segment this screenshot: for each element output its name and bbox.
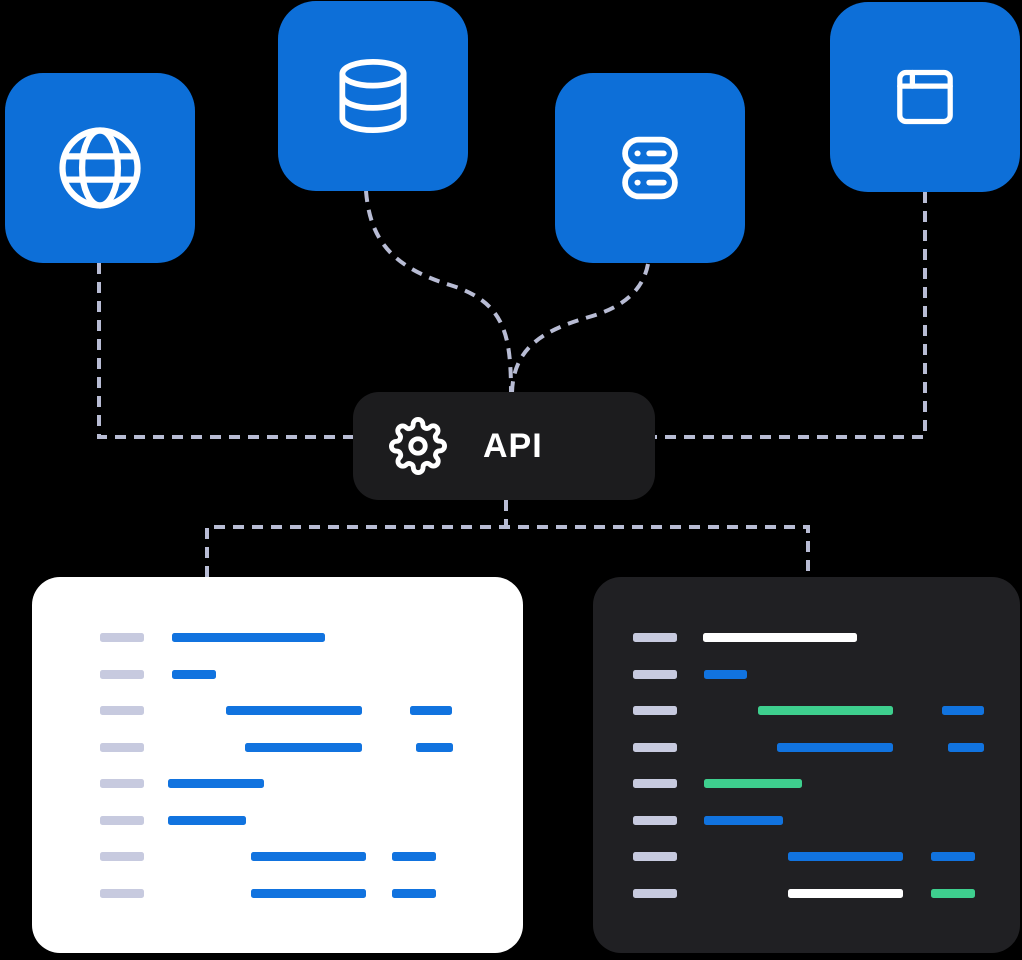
code-line <box>593 669 1020 679</box>
code-line <box>32 669 523 679</box>
code-token-bar <box>942 706 984 715</box>
code-token-bar <box>168 779 264 788</box>
code-token-bar <box>392 852 436 861</box>
connector-api-to-panels <box>205 525 810 577</box>
code-line <box>32 633 523 642</box>
code-line <box>593 779 1020 788</box>
code-token-bar <box>788 852 903 861</box>
code-line <box>593 852 1020 861</box>
code-token-bar <box>704 669 747 679</box>
code-token-bar <box>168 815 246 825</box>
line-number-bar <box>100 779 144 788</box>
browser-tile <box>830 2 1020 192</box>
code-token-bar <box>703 633 857 642</box>
code-line <box>593 633 1020 642</box>
code-line <box>32 888 523 898</box>
code-line <box>32 852 523 861</box>
line-number-bar <box>633 888 677 898</box>
code-token-bar <box>410 706 452 715</box>
line-number-bar <box>633 815 677 825</box>
code-line <box>593 706 1020 715</box>
server-tile <box>555 73 745 263</box>
connector-database-to-api <box>364 190 513 394</box>
code-line <box>32 779 523 788</box>
dark-code-panel <box>593 577 1020 953</box>
code-token-bar <box>245 742 362 752</box>
line-number-bar <box>633 779 677 788</box>
code-token-bar <box>172 633 325 642</box>
api-label: API <box>483 426 543 465</box>
database-icon <box>339 59 407 133</box>
code-line <box>593 815 1020 825</box>
code-token-bar <box>704 815 783 825</box>
code-token-bar <box>758 706 893 715</box>
globe-icon <box>59 127 141 209</box>
line-number-bar <box>100 633 144 642</box>
line-number-bar <box>633 706 677 715</box>
line-number-bar <box>100 852 144 861</box>
code-token-bar <box>931 852 975 861</box>
code-token-bar <box>392 888 436 898</box>
code-line <box>32 742 523 752</box>
connector-browser-to-api <box>655 192 927 439</box>
line-number-bar <box>100 888 144 898</box>
code-line <box>593 742 1020 752</box>
code-token-bar <box>251 852 366 861</box>
connector-globe-to-api <box>97 263 353 439</box>
server-stack-icon <box>622 136 678 200</box>
code-token-bar <box>416 742 453 752</box>
code-token-bar <box>251 888 366 898</box>
line-number-bar <box>100 742 144 752</box>
line-number-bar <box>100 706 144 715</box>
line-number-bar <box>633 633 677 642</box>
line-number-bar <box>100 669 144 679</box>
code-token-bar <box>948 742 984 752</box>
line-number-bar <box>633 852 677 861</box>
database-tile <box>278 1 468 191</box>
code-token-bar <box>704 779 802 788</box>
code-token-bar <box>172 669 216 679</box>
code-line <box>593 888 1020 898</box>
globe-tile <box>5 73 195 263</box>
code-token-bar <box>931 888 975 898</box>
line-number-bar <box>633 742 677 752</box>
line-number-bar <box>633 669 677 679</box>
code-token-bar <box>788 888 903 898</box>
code-token-bar <box>226 706 362 715</box>
line-number-bar <box>100 815 144 825</box>
browser-window-icon <box>897 69 953 125</box>
light-code-panel <box>32 577 523 953</box>
gear-icon <box>389 417 447 475</box>
code-line <box>32 706 523 715</box>
connector-server-to-api <box>510 263 650 394</box>
code-line <box>32 815 523 825</box>
api-node: API <box>353 392 655 500</box>
code-token-bar <box>777 742 893 752</box>
